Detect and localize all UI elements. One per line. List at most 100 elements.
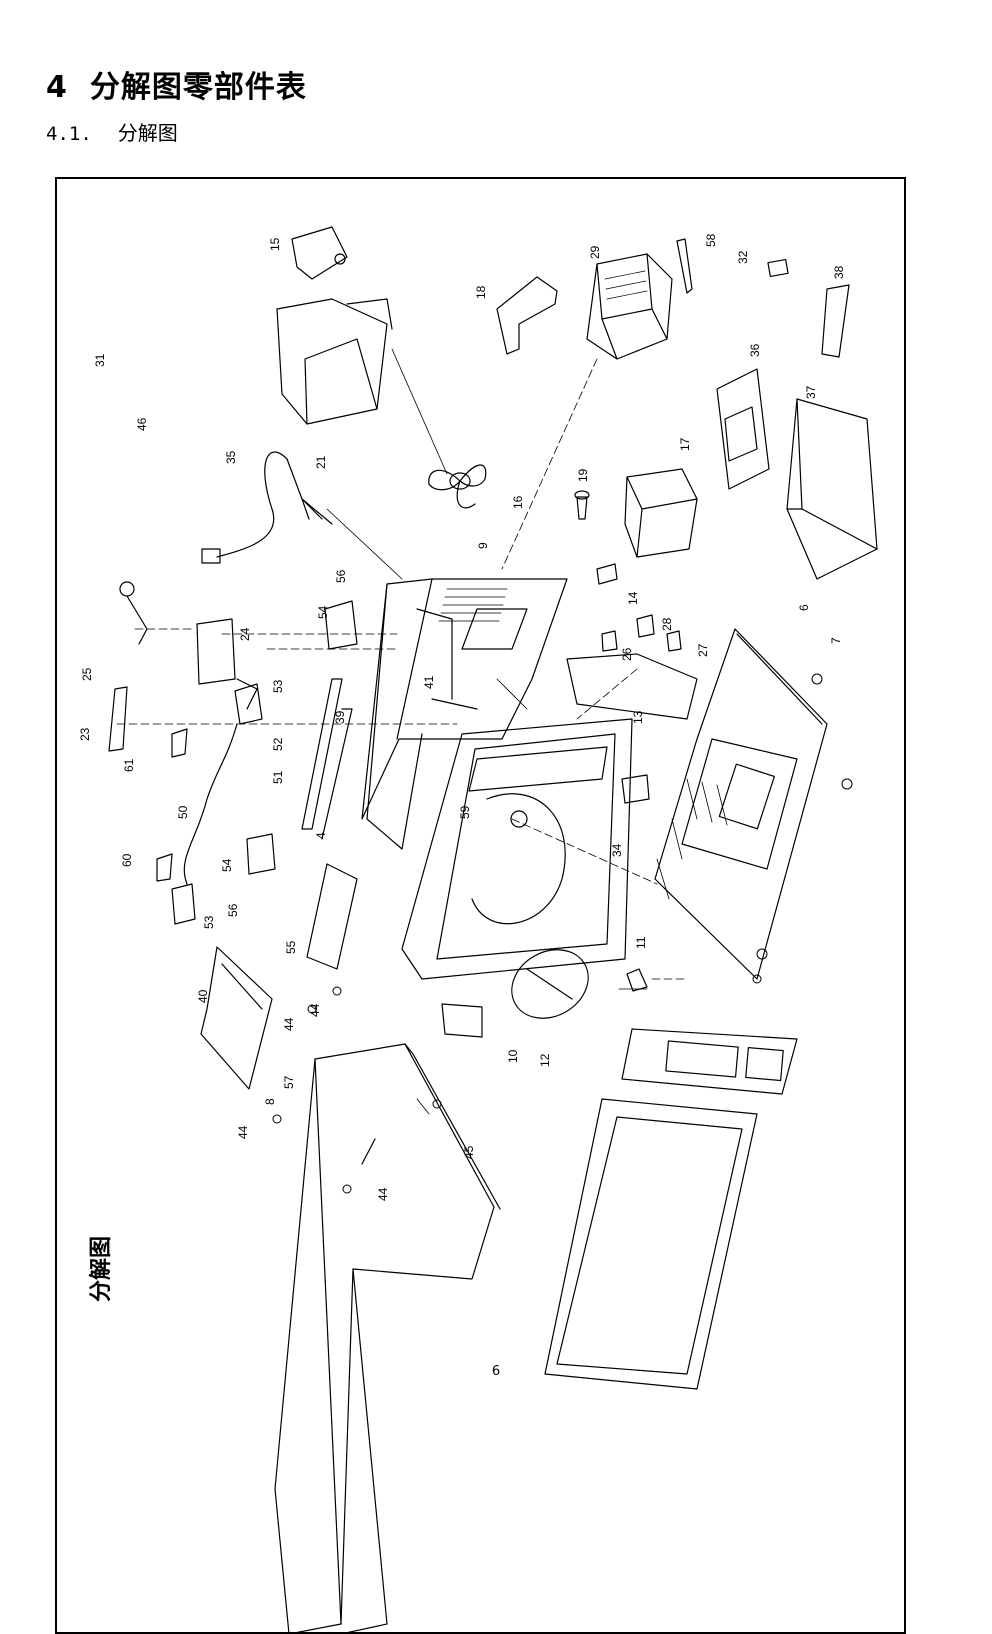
part-label: 59 [458,805,472,819]
part-label: 14 [626,591,640,605]
pipe-50 [183,723,238,885]
leader-lines [326,348,648,1115]
control-board [716,368,770,490]
figure-caption-box: 分解图 [80,1224,120,1304]
plate-55 [306,863,358,970]
back-panel [200,946,273,1090]
part-label: 4 [314,832,328,839]
door-switch-bracket [196,618,258,710]
part-label: 18 [474,285,488,299]
outer-cabinet [274,1043,501,1632]
part-label: 40 [196,989,210,1003]
screws [272,673,853,1194]
part-label: 26 [620,647,634,661]
part-label: 37 [804,385,818,399]
waveguide-cover-10 [441,1003,483,1038]
bracket-54-56 [171,600,358,925]
exploded-view-diagram: 15 31 46 21 35 16 18 29 58 32 38 36 37 1… [78,226,878,1632]
subsection-title: 分解图 [117,121,178,145]
part-label: 54 [316,605,330,619]
bracket-23 [108,686,128,752]
part-label: 16 [511,495,525,509]
part-label: 56 [226,903,240,917]
diode-32 [767,258,789,278]
part-label: 13 [631,710,645,724]
part-label: 58 [704,233,718,247]
section-number: 4 [46,70,68,105]
part-label: 51 [271,770,285,784]
latch-13 [566,653,698,720]
front-frame [401,718,633,980]
page-number: 6 [491,1364,501,1379]
part-label: 34 [610,843,624,857]
interlock-14-28 [596,563,682,652]
fan-motor [291,226,348,280]
part-label: 44 [282,1017,296,1031]
magnetron [586,253,673,360]
motor-34 [621,774,650,804]
part-label: 53 [202,915,216,929]
part-label: 46 [135,417,149,431]
part-label: 11 [634,936,648,949]
part-label: 6 [797,604,811,611]
part-label: 45 [462,1145,476,1159]
control-panel [621,1028,798,1095]
thermal-25 [119,581,148,645]
part-label: 19 [576,468,590,482]
part-label: 27 [696,643,710,657]
section-heading: 4 分解图零部件表 [46,62,307,106]
part-label: 8 [263,1098,277,1105]
lamp [574,490,590,520]
latch-53-upper [234,683,263,725]
part-label: 36 [748,343,762,357]
part-label: 23 [78,727,92,741]
part-label: 41 [422,675,436,689]
door [544,1098,758,1390]
part-labels: 15 31 46 21 35 16 18 29 58 32 38 36 37 1… [78,233,846,1201]
part-label: 35 [224,450,238,464]
waveguide-cover [496,276,558,355]
oven-cavity [361,578,568,850]
bracket-38 [821,284,850,358]
component-chassis [786,398,878,580]
part-label: 24 [238,627,252,641]
transformer [624,468,698,558]
part-label: 7 [829,637,843,644]
assembly-guides [116,358,688,980]
fan-bracket [276,298,393,425]
part-label: 10 [506,1049,520,1063]
part-label: 52 [271,737,285,751]
part-label: 32 [736,250,750,264]
heater-rods [301,678,353,840]
power-cord [201,451,333,564]
part-label: 28 [660,617,674,631]
part-label: 9 [476,542,490,549]
part-label: 50 [176,805,190,819]
part-label: 55 [284,940,298,954]
subsection-number: 4.1. [46,123,92,145]
part-label: 54 [220,858,234,872]
parts-60-61 [156,728,188,882]
part-label: 21 [314,455,328,469]
part-label: 17 [678,437,692,451]
subsection-heading: 4.1. 分解图 [46,117,178,146]
part-label: 38 [832,265,846,279]
strip-58 [676,238,693,294]
part-label: 60 [120,853,134,867]
fan-blade [428,464,487,509]
part-label: 57 [282,1075,296,1089]
base-plate [654,628,828,980]
section-title: 分解图零部件表 [89,70,307,105]
part-label: 12 [538,1053,552,1067]
part-label: 29 [588,245,602,259]
part-label: 61 [122,758,136,772]
part-label: 44 [376,1187,390,1201]
part-label: 15 [268,237,282,251]
part-label: 56 [334,569,348,583]
roller-ring [511,949,589,1019]
part-label: 44 [308,1003,322,1017]
part-label: 25 [80,667,94,681]
part-label: 31 [93,353,107,367]
part-label: 53 [271,679,285,693]
part-label: 39 [333,710,347,724]
